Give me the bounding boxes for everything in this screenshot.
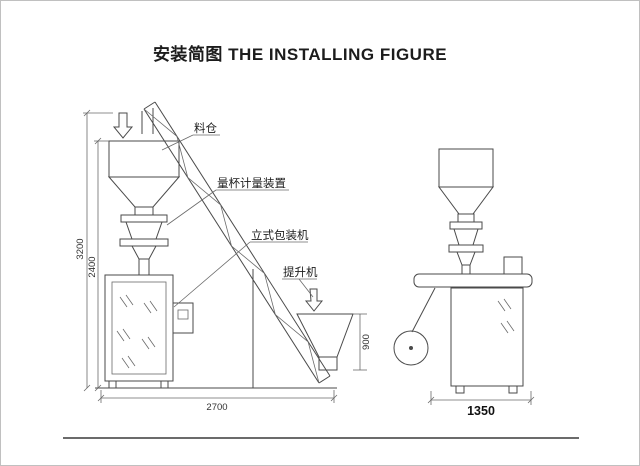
front-view-labels: 料仓 量杯计量装置 立式包装机 提升机: [161, 121, 318, 308]
elevator-feed-hopper: [296, 313, 354, 371]
dim-side-floor-width: 1350: [427, 391, 535, 418]
control-box: [172, 302, 194, 334]
side-hatch-marks: [497, 298, 515, 334]
material-flow-arrow: [112, 112, 134, 139]
elevator-discharge-spout: [141, 108, 154, 134]
svg-text:量杯计量装置: 量杯计量装置: [217, 176, 286, 190]
side-measuring-device: [448, 213, 484, 275]
elevator-feed-arrow: [304, 288, 324, 312]
svg-text:提升机: 提升机: [283, 265, 318, 279]
svg-text:立式包装机: 立式包装机: [251, 228, 309, 242]
elevator-truss: [143, 101, 331, 388]
svg-text:3200: 3200: [75, 238, 86, 259]
side-silo: [438, 148, 494, 215]
table-side-box: [503, 256, 523, 275]
silo: [107, 140, 181, 208]
page-title: 安装简图 THE INSTALLING FIGURE: [153, 44, 447, 64]
dim-total-height: 3200: [75, 109, 113, 392]
dim-hopper-height: 900: [353, 313, 372, 371]
front-view-dimensions: 3200 2400 2700: [75, 109, 372, 413]
silo-label: 料仓: [161, 121, 220, 151]
svg-text:料仓: 料仓: [194, 121, 217, 135]
door-hatch-marks: [116, 294, 158, 369]
side-machine-body: [450, 287, 524, 394]
elevator-label: 提升机: [282, 265, 318, 298]
dim-floor-width: 2700: [97, 390, 338, 413]
film-roll: [393, 287, 436, 366]
svg-text:1350: 1350: [467, 404, 495, 418]
svg-text:900: 900: [361, 334, 372, 350]
dim-machine-height: 2400: [87, 137, 109, 392]
front-view: 料仓 量杯计量装置 立式包装机 提升机: [75, 101, 372, 413]
svg-text:2400: 2400: [87, 256, 98, 277]
rotary-table: [413, 256, 533, 288]
measuring-device-label: 量杯计量装置: [166, 176, 289, 226]
packing-machine-label: 立式包装机: [173, 228, 309, 308]
packing-machine-body: [104, 274, 194, 389]
side-view: 1350: [393, 148, 535, 418]
svg-text:2700: 2700: [206, 402, 227, 413]
measuring-cup-device: [119, 206, 169, 276]
